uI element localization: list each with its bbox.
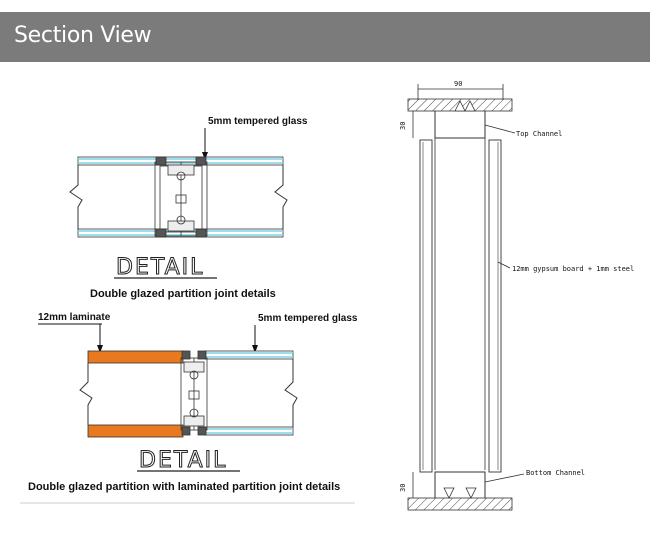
page-title: Section View	[14, 23, 152, 48]
width-dimension: 90	[454, 80, 462, 88]
break-line-left	[79, 363, 93, 425]
detail-2-caption: Double glazed partition with laminated p…	[28, 481, 340, 493]
break-line-left	[69, 165, 83, 229]
board-label: 12mm gypsum board + 1mm steel	[512, 265, 634, 273]
detail-1-glass-label: 5mm tempered glass	[208, 116, 308, 127]
detail-2-drawing: 12mm laminate 5mm tempered glass	[20, 312, 358, 504]
leader-arrow	[97, 345, 103, 353]
section-drawing: 90 Top Channel 30 12mm gypsum board + 1m…	[399, 80, 634, 511]
mullion-profile	[154, 156, 208, 238]
gypsum-board-left	[419, 139, 433, 473]
top-channel-label: Top Channel	[516, 130, 562, 138]
detail-1-drawing: 5mm tempered glass DETA	[69, 116, 308, 300]
detail-1-caption: Double glazed partition joint details	[90, 288, 276, 300]
detail-2-glass-label: 5mm tempered glass	[258, 313, 358, 324]
laminate-panel-top	[87, 350, 184, 364]
break-line-right	[274, 165, 288, 229]
section-header: Section View	[0, 12, 650, 62]
detail-1-title: DETAIL	[116, 255, 204, 280]
detail-2-title: DETAIL	[139, 448, 227, 473]
laminate-panel-bottom	[87, 424, 184, 438]
leader-arrow	[202, 152, 208, 160]
detail-2-laminate-label: 12mm laminate	[38, 312, 111, 323]
bottom-channel-label: Bottom Channel	[526, 469, 585, 477]
floor-slab	[407, 497, 513, 511]
bottom-channel	[434, 471, 486, 498]
bottom-height-dimension: 30	[399, 484, 407, 492]
break-line-right	[284, 359, 298, 427]
gypsum-board-right	[488, 139, 502, 473]
top-height-dimension: 30	[399, 122, 407, 130]
top-channel	[434, 111, 486, 139]
mullion-profile	[180, 350, 208, 436]
